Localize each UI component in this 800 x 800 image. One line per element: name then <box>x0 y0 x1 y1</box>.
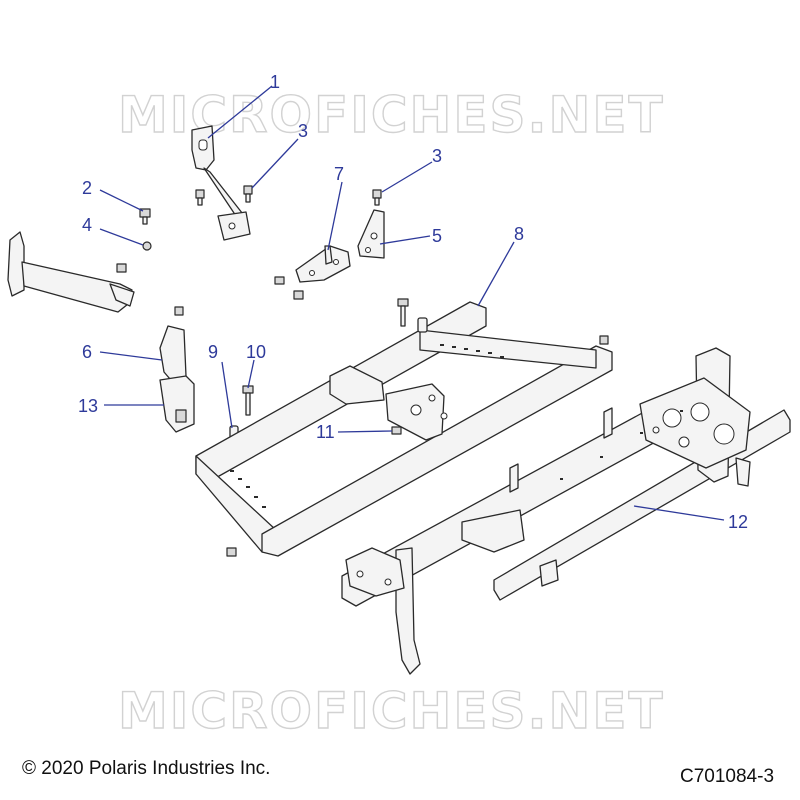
svg-text:3: 3 <box>298 121 308 141</box>
callout-4: 4 <box>82 215 144 246</box>
callout-10: 10 <box>246 342 266 389</box>
callout-3-left: 3 <box>251 121 308 189</box>
part-5-gusset-plate <box>357 209 385 259</box>
callout-2: 2 <box>82 178 144 212</box>
part-13-mount-block <box>159 375 195 433</box>
part-bolt-misc-c <box>174 306 184 316</box>
svg-text:4: 4 <box>82 215 92 235</box>
svg-text:12: 12 <box>728 512 748 532</box>
part-1-upright-bracket <box>191 125 251 241</box>
part-bolt-misc-a <box>195 189 205 206</box>
svg-text:9: 9 <box>208 342 218 362</box>
svg-text:6: 6 <box>82 342 92 362</box>
svg-text:5: 5 <box>432 226 442 246</box>
svg-text:13: 13 <box>78 396 98 416</box>
part-8-upper-frame <box>195 298 613 557</box>
part-11-screw <box>391 426 402 435</box>
callout-9: 9 <box>208 342 233 429</box>
watermark-bottom: MICROFICHES.NET <box>118 682 665 740</box>
callout-3-right: 3 <box>381 146 442 193</box>
part-4-nut <box>142 241 152 251</box>
part-2-bolt <box>139 208 151 225</box>
part-bolt-misc-b <box>116 263 127 273</box>
part-3-bolt-left <box>243 185 253 203</box>
drawing-number: C701084-3 <box>680 766 775 787</box>
copyright-notice: © 2020 Polaris Industries Inc. <box>22 758 271 779</box>
svg-text:3: 3 <box>432 146 442 166</box>
part-10-bolt <box>242 385 254 416</box>
callout-5: 5 <box>379 226 442 246</box>
part-left-crossmember <box>7 231 135 313</box>
svg-text:1: 1 <box>270 72 280 92</box>
svg-text:10: 10 <box>246 342 266 362</box>
callout-11: 11 <box>316 422 393 442</box>
callout-13: 13 <box>78 396 164 416</box>
callout-12: 12 <box>633 505 748 532</box>
callout-6: 6 <box>82 342 163 362</box>
svg-text:2: 2 <box>82 178 92 198</box>
svg-text:7: 7 <box>334 164 344 184</box>
part-3-bolt-right <box>372 189 382 206</box>
callout-7: 7 <box>327 164 344 251</box>
part-12-lower-frame <box>341 347 791 675</box>
svg-text:8: 8 <box>514 224 524 244</box>
callout-1: 1 <box>207 72 280 139</box>
svg-text:11: 11 <box>316 422 335 442</box>
callout-8: 8 <box>477 224 524 307</box>
part-7-angle-bracket <box>274 245 351 300</box>
